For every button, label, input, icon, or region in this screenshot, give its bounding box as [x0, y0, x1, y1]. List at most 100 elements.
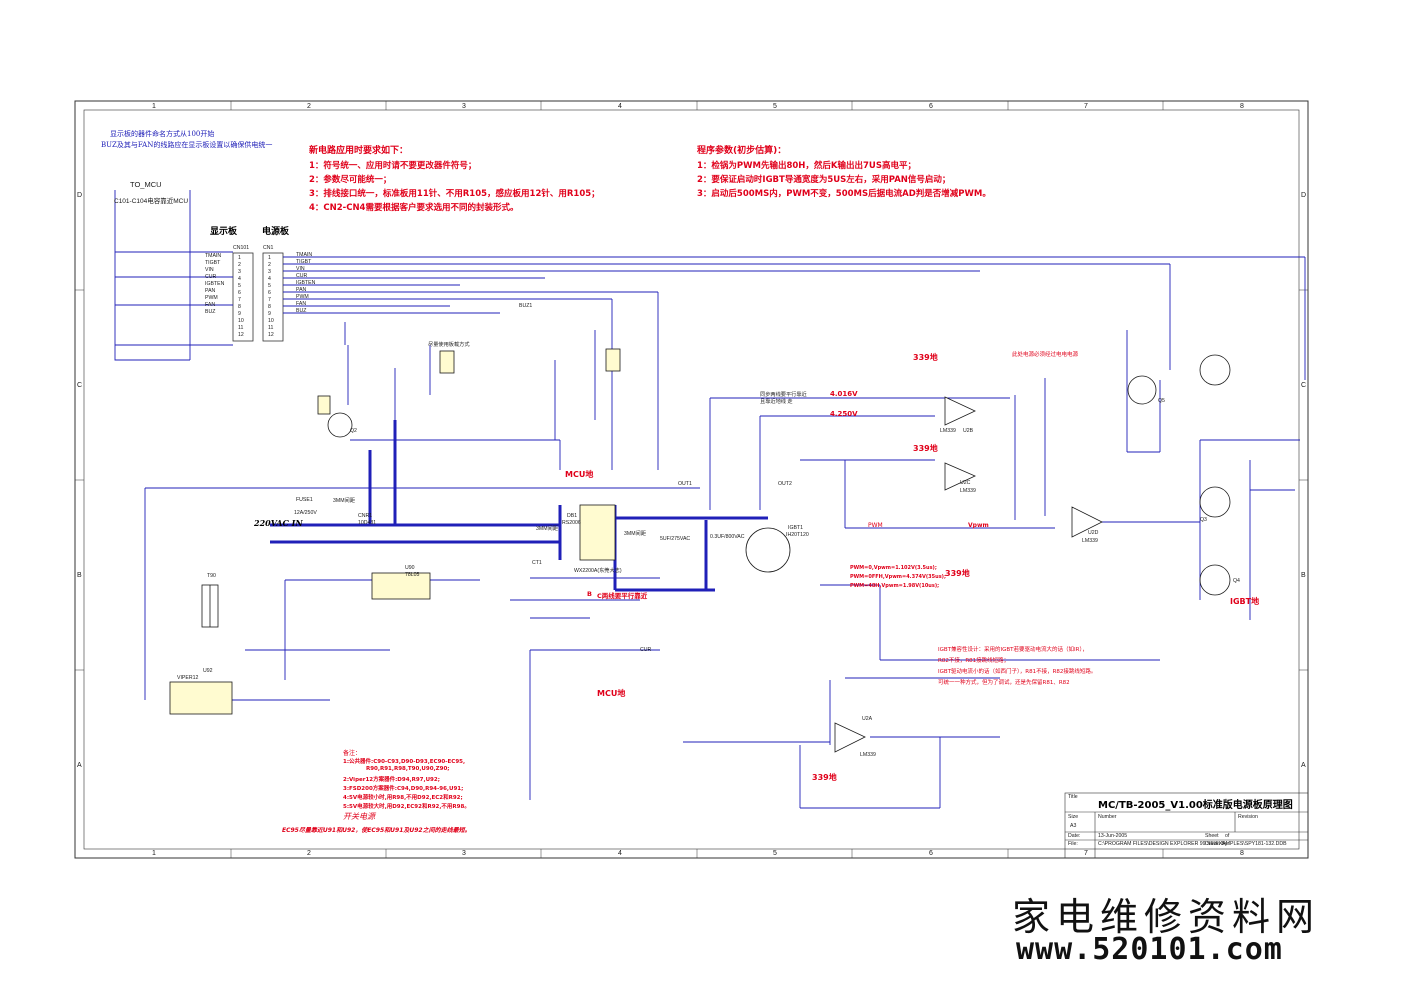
sig-pwm: PWM — [205, 295, 218, 301]
u2a-symbol — [834, 722, 866, 753]
bom-item-4: 3:FSD200方案器件:C94,D90,R94-96,U91; — [343, 786, 464, 792]
bom-item-6: 5:5V电源较大时,用D92,EC92和R92,不用R98。 — [343, 804, 470, 810]
db1-symbol — [579, 504, 616, 561]
program-item-2: 2：要保证启动时IGBT导通宽度为5US左右，采用PAN信号启动； — [697, 175, 951, 185]
wires — [114, 190, 1306, 809]
cn1-pin-10: 10 — [268, 318, 274, 324]
bom-title: 备注： — [343, 750, 362, 757]
pwm-note-3: PWM=48H,Vpwm=1.98V(10us); — [850, 583, 940, 589]
cn1-label: CN1 — [263, 245, 274, 251]
display-board-label: 显示板 — [210, 227, 238, 237]
cn1-pin-6: 6 — [268, 290, 271, 296]
ct1-label: CT1 — [532, 560, 542, 566]
u2b-label: U2B — [963, 428, 974, 434]
q2-symbol — [1199, 354, 1231, 386]
watermark-url: www.520101.com — [1016, 932, 1283, 967]
cn1-pin-8: 8 — [268, 304, 271, 310]
new-circuit-item-2: 2：参数尽可能统一； — [309, 175, 392, 185]
sig-buz-right: BUZ — [296, 308, 307, 314]
cn1-pin-1: 1 — [268, 255, 271, 261]
cn101-pin-3: 3 — [238, 269, 241, 275]
grid-col-4: 4 — [618, 103, 622, 110]
q2-label: Q2 — [350, 428, 357, 434]
sig-pan: PAN — [205, 288, 216, 294]
cn1-pin-9: 9 — [268, 311, 271, 317]
grid-col-3-bottom: 3 — [462, 850, 466, 857]
title-block-sheet-of: of — [1225, 833, 1230, 839]
grid-row-a: A — [77, 762, 82, 769]
grid-row-b: B — [77, 572, 82, 579]
sig-tigbt-right: TIGBT — [296, 259, 312, 265]
u90-symbol — [371, 572, 431, 600]
grid-col-8-bottom: 8 — [1240, 850, 1244, 857]
lm339-label-4: LM339 — [860, 752, 876, 758]
new-circuit-item-3: 3：排线接口统一，标准板用11针、不用R105，感应板用12针、用R105； — [309, 189, 600, 199]
gnd-mcu-2: MCU地 — [597, 689, 626, 698]
gnd-igbt: IGBT地 — [1230, 597, 1260, 606]
voltage-4250: 4.250V — [830, 410, 858, 418]
u2d-label: U2D — [1088, 530, 1099, 536]
power-path — [270, 420, 768, 592]
power-board-label: 电源板 — [262, 227, 290, 237]
sig-tigbt: TIGBT — [205, 260, 221, 266]
grid-row-d: D — [77, 192, 83, 199]
u2a-label: U2A — [862, 716, 873, 722]
title-block-title: MC/TB-2005_V1.00标准版电源板原理图 — [1098, 800, 1293, 811]
sig-cur-right: CUR — [296, 273, 308, 279]
gnd-mcu-1: MCU地 — [565, 470, 594, 479]
pwm-note-1: PWM=0,Vpwm=1.102V(3.5us); — [850, 565, 937, 571]
sig-igbten-right: IGBTEN — [296, 280, 316, 286]
cn101-pin-9: 9 — [238, 311, 241, 317]
vpwm-label: Vpwm — [968, 522, 989, 529]
bom-item-5: 4:5V电源较小时,用R98,不用D92,EC2和R92; — [343, 795, 463, 801]
cn101-pin-1: 1 — [238, 255, 241, 261]
sig-vin-right: VIN — [296, 266, 305, 272]
opamps — [834, 396, 1103, 753]
new-circuit-item-4: 4：CN2-CN4需要根据客户要求选用不同的封装形式。 — [309, 203, 519, 213]
cn101-pin-5: 5 — [238, 283, 241, 289]
program-title: 程序参数(初步估算)： — [697, 146, 787, 156]
title-block-title-label: Title — [1068, 794, 1078, 800]
cn1-pin-5: 5 — [268, 283, 271, 289]
u92-label: U92 — [203, 668, 213, 674]
u92-symbol — [169, 681, 233, 715]
cn101-pin-11: 11 — [238, 325, 244, 331]
lm339-label-3: LM339 — [1082, 538, 1098, 544]
new-circuit-item-1: 1：符号统一、应用时请不要更改器件符号； — [309, 161, 477, 171]
lm339-label-1: LM339 — [940, 428, 956, 434]
title-block-date-label: Date: — [1068, 833, 1081, 839]
grid-row-c-right: C — [1301, 382, 1307, 389]
new-circuit-title: 新电路应用时要求如下： — [309, 146, 409, 156]
cn2-symbol — [317, 395, 331, 415]
fuse-value: 12A/250V — [294, 510, 317, 516]
gnd-339-2: 339地 — [913, 444, 938, 453]
q3-label: Q3 — [1200, 517, 1207, 523]
db1-value: RS2006 — [562, 520, 581, 526]
fuse-label: FUSE1 — [296, 497, 313, 503]
sig-buz: BUZ — [205, 309, 216, 315]
outer-frame — [74, 100, 1309, 859]
title-block-drawn-label: Drawn By: — [1205, 841, 1229, 847]
grid-col-1: 1 — [152, 103, 156, 110]
title-block-revision-label: Revision — [1238, 814, 1258, 820]
inner-frame — [83, 109, 1300, 850]
igbt-note-3: IGBT驱动电流小的话（如西门子），R81不接，R82接跳线短路。 — [938, 669, 1097, 675]
bom-item-3: 2:Viper12方案器件:D94,R97,U92; — [343, 777, 440, 783]
q1-symbol — [327, 412, 353, 438]
c5-value: 0.3UF/800VAC — [710, 534, 745, 540]
bom-item-1: 1:公共器件:C90-C93,D90-D93,EC90-EC95, — [343, 759, 466, 765]
grid-row-b-right: B — [1301, 572, 1306, 579]
grid-row-d-right: D — [1301, 192, 1307, 199]
cn1-pin-12: 12 — [268, 332, 274, 338]
sig-tmain-right: TMAIN — [296, 252, 313, 258]
u90-value: 78L05 — [405, 572, 420, 578]
t90-label: T90 — [207, 573, 216, 579]
igbt1-symbol — [745, 527, 791, 573]
cn4-symbol — [605, 348, 621, 372]
b-label: B — [587, 590, 592, 598]
transistors — [327, 354, 1231, 596]
q5-symbol — [1127, 375, 1157, 405]
igbt1-label: IGBT1 — [788, 525, 803, 531]
